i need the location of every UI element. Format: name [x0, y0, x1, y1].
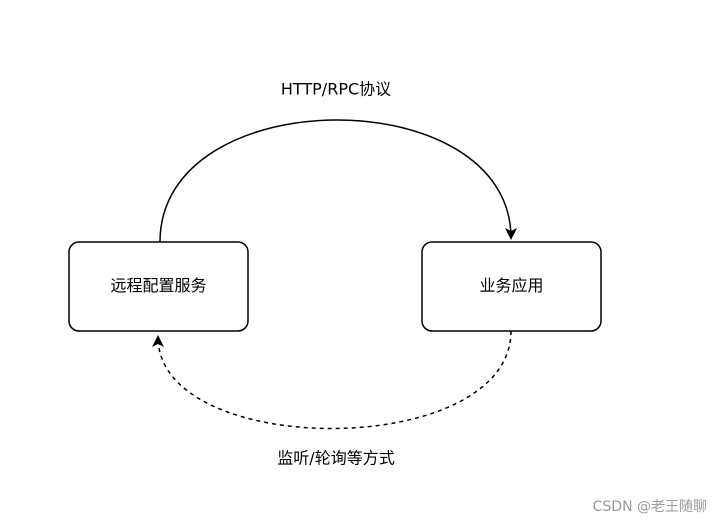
edge-pull-listen-poll [152, 330, 512, 430]
watermark-text: CSDN @老王随聊 [592, 499, 707, 515]
node-business-app-label: 业务应用 [479, 276, 543, 295]
node-business-app: 业务应用 [421, 241, 602, 332]
node-config-service-box [68, 241, 249, 332]
node-config-service: 远程配置服务 [68, 241, 249, 332]
edge-push-http-rpc [159, 119, 517, 243]
node-business-app-box [421, 241, 602, 332]
node-config-service-label: 远程配置服务 [110, 276, 206, 295]
edge-pull-label: 监听/轮询等方式 [277, 449, 394, 468]
edge-push-label: HTTP/RPC协议 [281, 80, 391, 99]
